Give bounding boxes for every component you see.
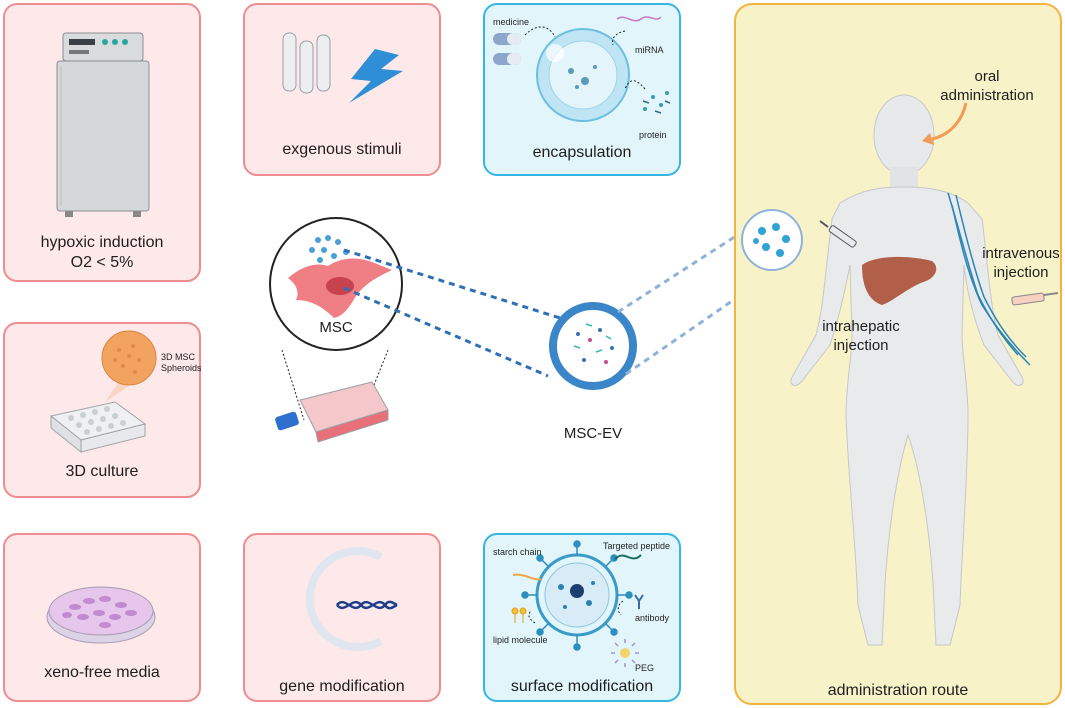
encapsulation-illustration (493, 16, 671, 122)
msc-ev-icon (549, 302, 637, 390)
ih-label-line2: injection (833, 337, 889, 354)
well-plate-icon (49, 330, 157, 454)
iv-label-line2: injection (993, 264, 1049, 281)
peg-label: PEG (635, 663, 655, 673)
protein-label: protein (639, 130, 667, 140)
spheroid-label-line1: 3D MSC (161, 352, 196, 362)
encapsulation-panel: medicine miRNA protein encapsulation (483, 3, 681, 176)
exogenous-stimuli-label: exgenous stimuli (282, 141, 402, 158)
culture-3d-label: 3D culture (65, 463, 139, 480)
gene-modification-panel: gene modification (243, 533, 441, 702)
medicine-label: medicine (493, 17, 530, 27)
surface-modification-label: surface modification (510, 678, 654, 695)
syringe-iv-icon (1011, 292, 1059, 306)
oral-label-line1: oral (974, 68, 1000, 85)
lightning-icon (349, 49, 403, 103)
hypoxic-label-line1: hypoxic induction (40, 234, 164, 251)
lipid-molecule-label: lipid molecule (493, 635, 548, 645)
hypoxic-label-line2: O2 < 5% (70, 254, 134, 271)
administration-route-label: administration route (827, 682, 969, 699)
administration-route-panel: oral administration intravenous injectio… (734, 3, 1062, 705)
xeno-free-panel: xeno-free media (3, 533, 201, 702)
spheroid-label-line2: Spheroids (161, 363, 202, 373)
xeno-free-label: xeno-free media (44, 664, 160, 681)
human-body-illustration (741, 94, 1059, 646)
antibody-label: antibody (635, 613, 670, 623)
targeted-peptide-label: Targeted peptide (603, 541, 671, 551)
hypoxic-induction-panel: hypoxic induction O2 < 5% (3, 3, 201, 282)
iv-label-line1: intravenous (982, 245, 1060, 262)
ih-label-line1: intrahepatic (822, 318, 900, 335)
exogenous-stimuli-panel: exgenous stimuli (243, 3, 441, 176)
liver-icon (862, 256, 937, 305)
dna-vector-icon (305, 547, 398, 651)
test-tubes-icon (282, 32, 403, 103)
culture-flask-icon (275, 381, 389, 443)
oral-label-line2: administration (940, 87, 1034, 104)
oral-arrow (931, 102, 968, 141)
mirna-label: miRNA (635, 45, 664, 55)
incubator-icon (56, 32, 150, 217)
encapsulation-label: encapsulation (532, 144, 632, 161)
gene-modification-label: gene modification (279, 678, 405, 695)
surface-modification-illustration (511, 540, 644, 667)
msc-label: MSC (319, 319, 353, 336)
syringe-ih-icon (819, 220, 857, 248)
msc-ev-label: MSC-EV (563, 425, 623, 442)
culture-3d-panel: 3D MSC Spheroids 3D culture (3, 322, 202, 498)
starch-chain-label: starch chain (493, 547, 542, 557)
surface-modification-panel: starch chain Targeted peptide antibody l… (483, 533, 681, 702)
petri-dish-icon (46, 586, 156, 644)
ev-zoom-circle (741, 209, 803, 271)
